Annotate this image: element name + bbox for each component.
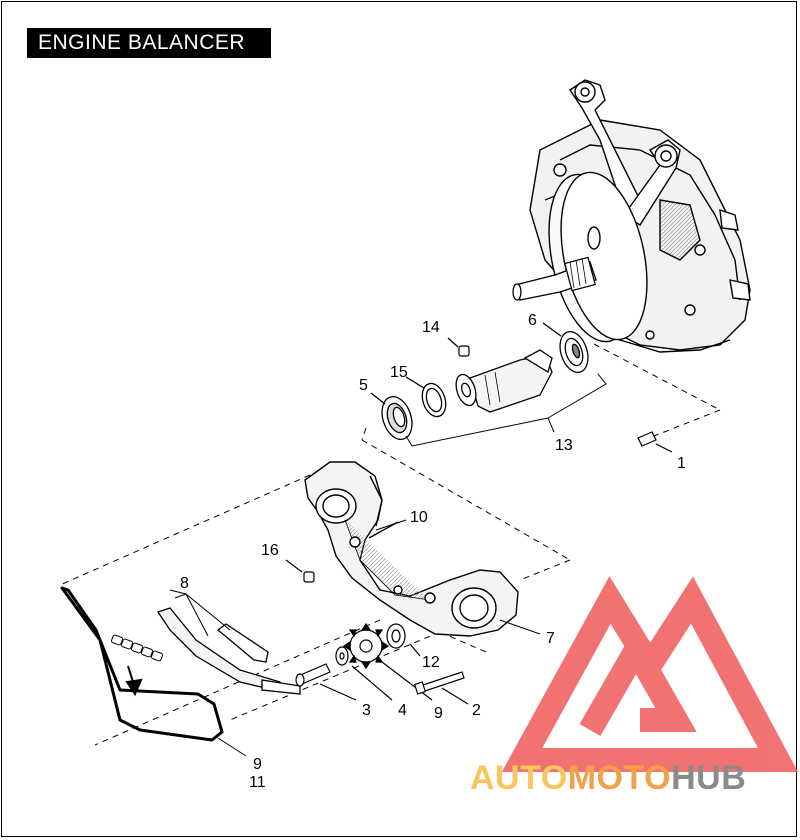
callout-3: 3 — [362, 702, 371, 719]
balancer-shaft — [455, 349, 553, 413]
callout-4: 4 — [398, 702, 407, 719]
watermark-part-hub: HUB — [671, 759, 747, 797]
sprocket-9 — [342, 622, 433, 701]
watermark-part-moto: MOTO — [567, 759, 672, 797]
callout-12: 12 — [422, 654, 440, 671]
callout-14: 14 — [422, 319, 440, 336]
bearing-5 — [370, 392, 413, 441]
callout-5: 5 — [359, 377, 368, 394]
spring-3 — [295, 663, 357, 701]
chain-segment — [110, 634, 164, 662]
callout-10: 10 — [410, 509, 428, 526]
washer-4 — [335, 646, 393, 701]
callout-9-sprocket: 9 — [434, 705, 443, 722]
pin-14 — [447, 337, 470, 357]
balancer-housing — [304, 461, 519, 637]
screw-1 — [637, 431, 673, 453]
watermark-wordmark: AUTOMOTOHUB — [470, 758, 746, 798]
diagram-title: ENGINE BALANCER — [27, 28, 271, 58]
bearing-6 — [542, 322, 589, 374]
watermark-logo-mark — [501, 576, 799, 772]
crankshaft — [512, 256, 597, 301]
callout-6: 6 — [528, 312, 537, 329]
dowel-16 — [285, 559, 315, 583]
watermark-part-auto: AUTO — [470, 759, 568, 797]
tensioner-8 — [156, 593, 301, 695]
leader-lines — [169, 519, 541, 757]
direction-arrow-icon — [125, 665, 143, 697]
washer-12 — [386, 623, 421, 657]
flywheel — [548, 171, 648, 343]
connecting-rods — [569, 79, 681, 226]
callout-7: 7 — [546, 630, 555, 647]
callout-8: 8 — [180, 575, 189, 592]
callout-16: 16 — [261, 542, 279, 559]
bracket-13 — [405, 373, 607, 447]
balancer-chain — [60, 586, 224, 742]
ring-15 — [405, 376, 447, 418]
callout-2: 2 — [472, 702, 481, 719]
callout-11: 11 — [249, 774, 266, 791]
bolt-2 — [413, 671, 469, 705]
alignment-lines — [59, 343, 721, 746]
callout-15: 15 — [390, 364, 408, 381]
callout-1: 1 — [677, 455, 686, 472]
callout-9-chain: 9 — [253, 756, 262, 773]
callout-13: 13 — [555, 437, 573, 454]
